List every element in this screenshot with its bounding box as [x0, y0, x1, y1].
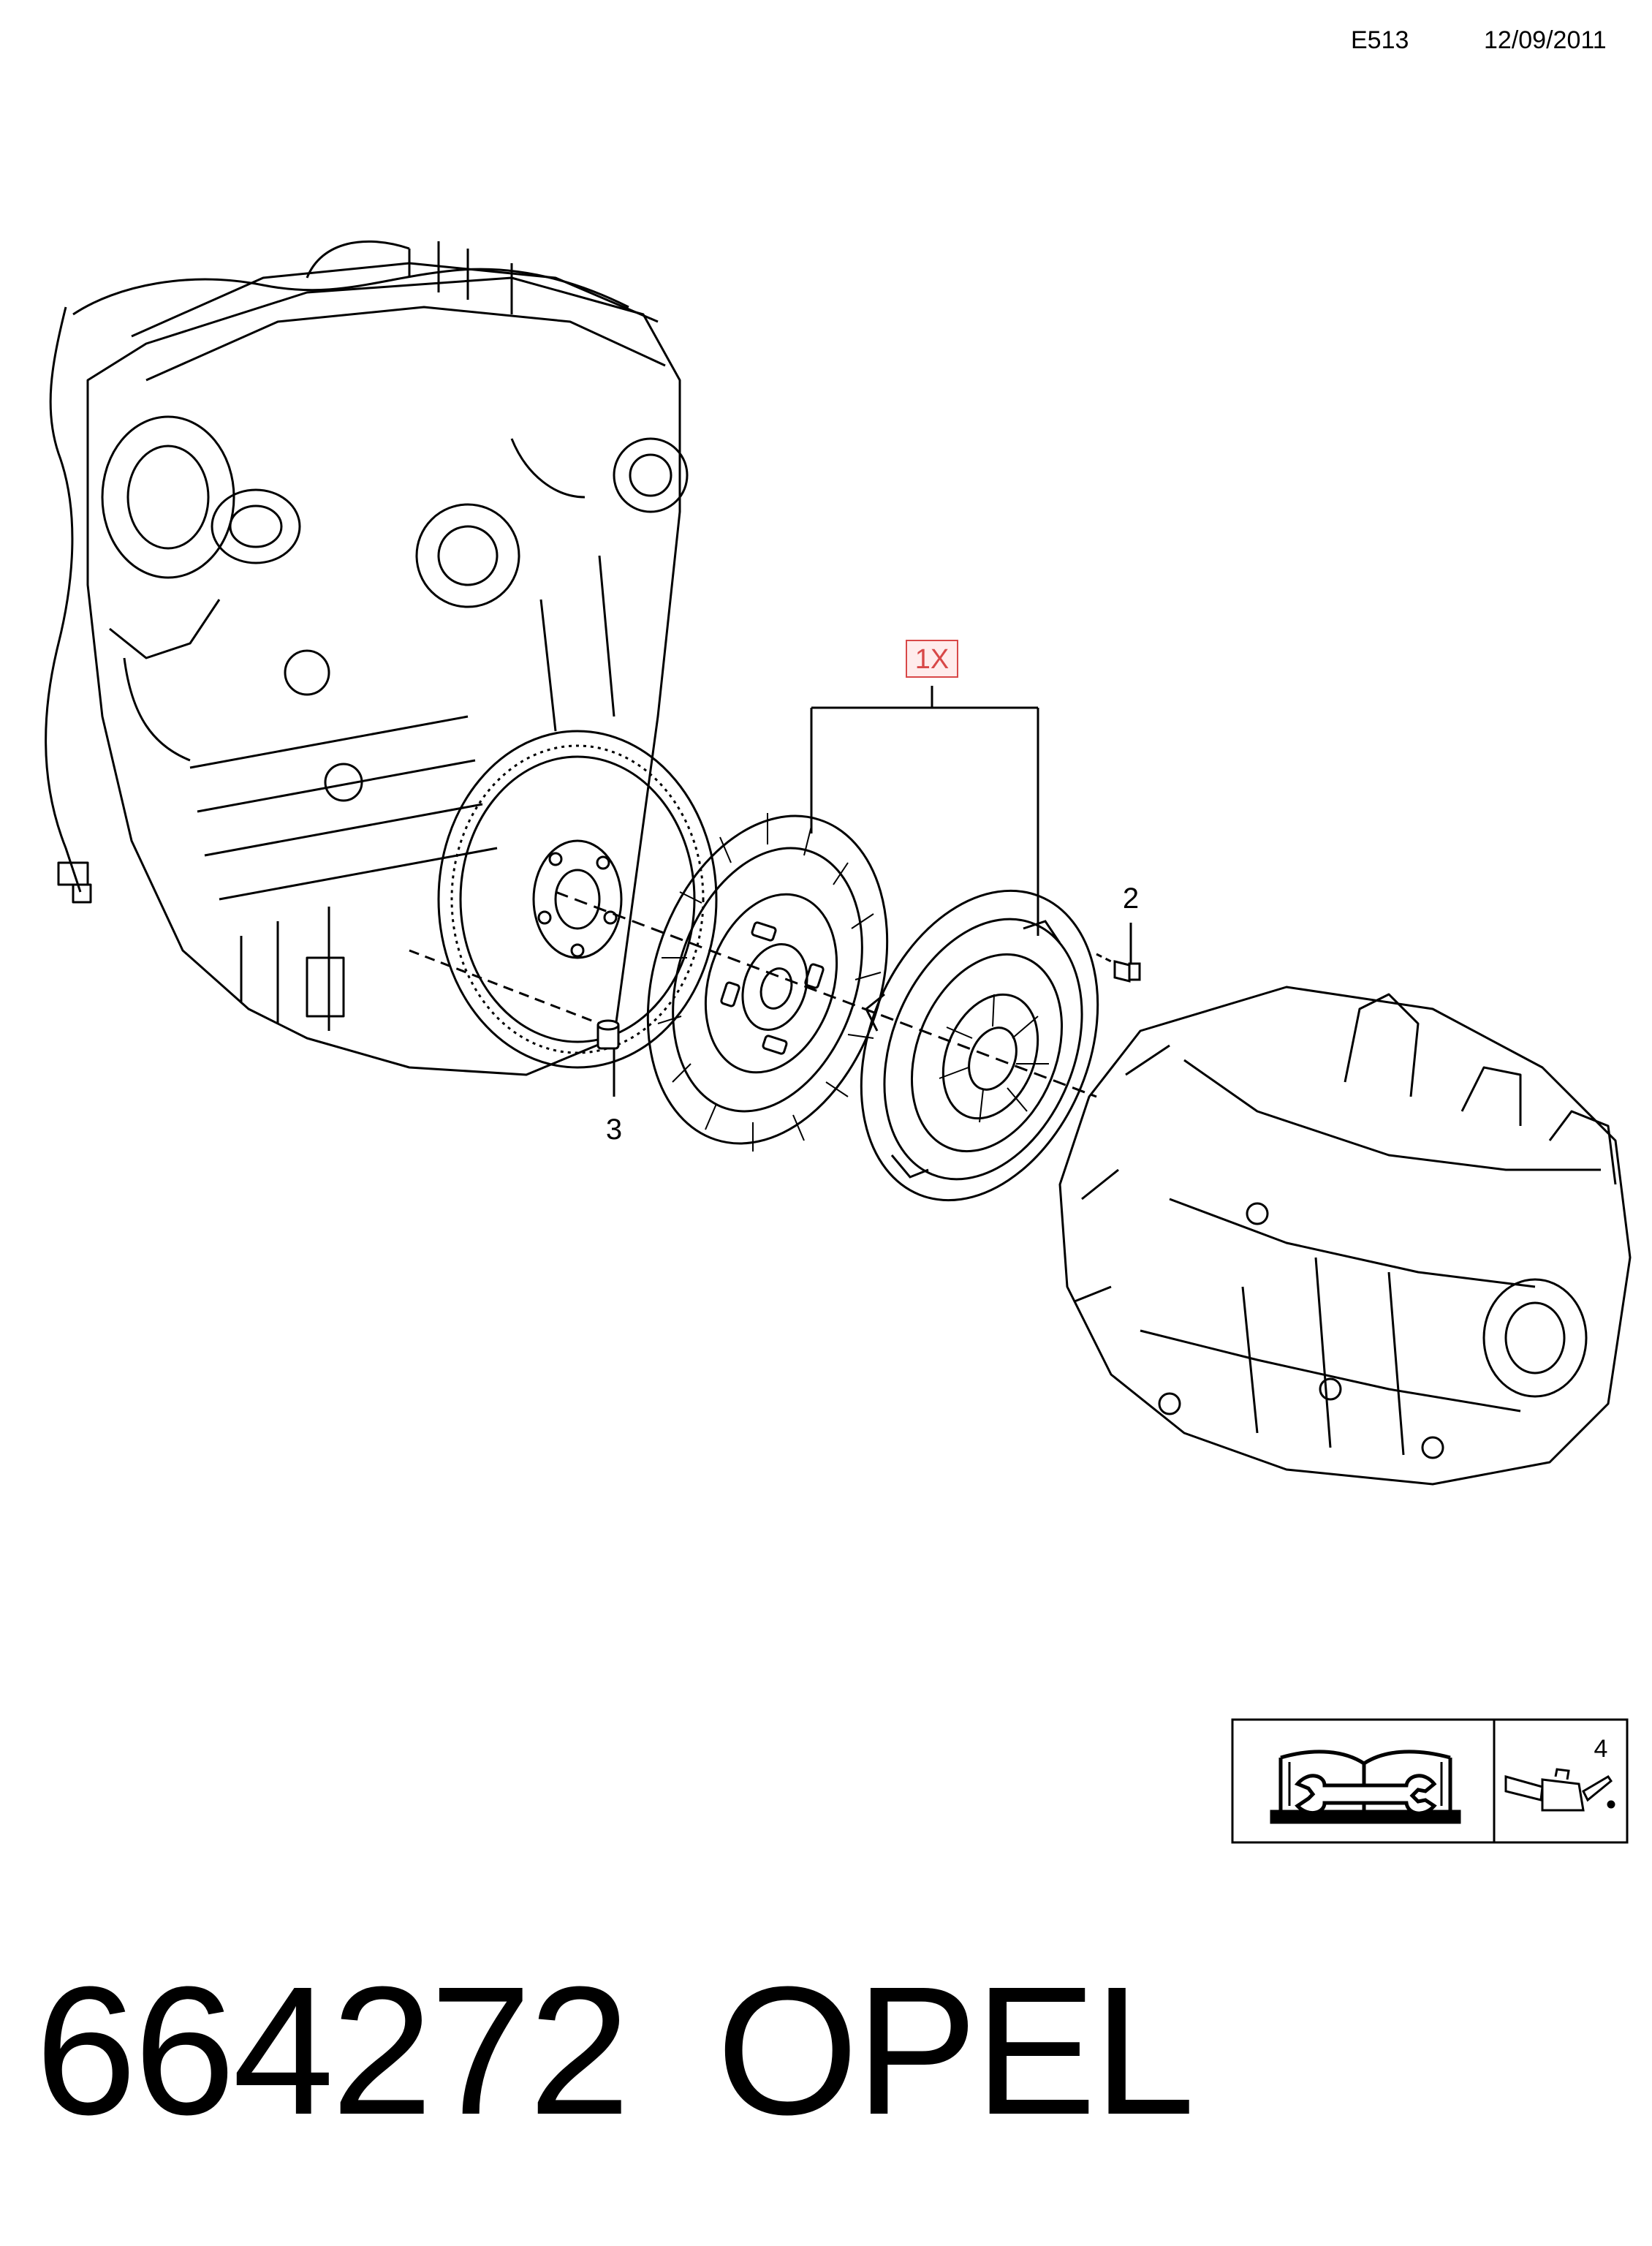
kit-bracket: [810, 686, 1039, 936]
dowel-sleeve-part: [596, 1019, 620, 1050]
transmission-assembly: [1058, 986, 1632, 1486]
callout-2: 2: [1123, 882, 1139, 964]
diagram-code: E513: [1351, 26, 1409, 54]
manual-wrench-icon: [1270, 1750, 1461, 1824]
part-number: 664272: [35, 1948, 630, 2152]
pressure-plate: [860, 889, 1099, 1202]
bolt-part: [1113, 960, 1141, 983]
svg-text:1X: 1X: [915, 644, 949, 675]
engine-assembly: [45, 240, 718, 1076]
legend-box: 4: [1231, 1718, 1629, 1844]
svg-text:3: 3: [606, 1113, 622, 1146]
clutch-disc: [646, 813, 889, 1152]
brand-name: OPEL: [716, 1948, 1195, 2152]
assembly-axis-lines: [409, 891, 1119, 1098]
oil-can-icon: [1504, 1768, 1615, 1812]
diagram-date: 12/09/2011: [1484, 26, 1607, 54]
kit-quantity-label: 1X: [906, 640, 958, 678]
callout-3: 3: [606, 1048, 622, 1146]
svg-text:2: 2: [1123, 882, 1139, 915]
legend-number: 4: [1594, 1735, 1608, 1763]
